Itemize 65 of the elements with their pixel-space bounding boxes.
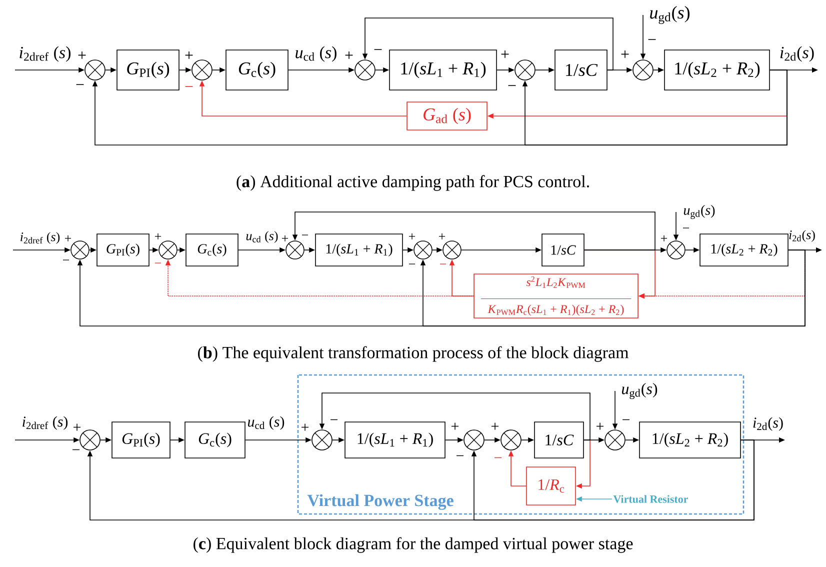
block-box: 1/(sL$_{2}$ + R$_{2}$) bbox=[664, 50, 770, 90]
sign-label: + bbox=[282, 235, 288, 242]
sign-label: − bbox=[374, 49, 382, 50]
block-box: 1/sC bbox=[534, 422, 584, 458]
block-box: 1/sC bbox=[554, 50, 608, 90]
edge-label: i$_{2d}$(s) bbox=[753, 417, 783, 431]
sign-label: + bbox=[64, 235, 72, 242]
sign-label: + bbox=[302, 424, 308, 431]
edge-label: i$_{2dref}$ (s) bbox=[20, 232, 60, 244]
edge-label: i$_{2dref}$ (s) bbox=[22, 416, 68, 430]
block-box: G$_{PI}$(s) bbox=[96, 234, 150, 266]
sign-label: − bbox=[494, 457, 502, 458]
sign-label: + bbox=[78, 51, 86, 59]
sign-label: − bbox=[76, 84, 84, 85]
block-box: 1/sC bbox=[542, 234, 584, 266]
sign-label: + bbox=[621, 50, 629, 58]
transfer-function-box: s$^{2}$L$_{1}$L$_{2}$K$_{PWM}$ K$_{PWM}$R$_{c}$(sL$_{1}$ + R$_{1}$)(sL$_{2}$ + R$_{2}$) bbox=[474, 274, 638, 318]
sign-label: − bbox=[302, 234, 308, 236]
block-box: G$_{c}$(s) bbox=[186, 234, 238, 266]
arrow bbox=[522, 70, 788, 146]
sign-label: + bbox=[596, 422, 604, 430]
arrow bbox=[471, 440, 754, 520]
block-box: 1/(sL$_{2}$ + R$_{2}$) bbox=[700, 234, 788, 266]
sign-label: − bbox=[154, 262, 162, 264]
edge-label: i$_{2d}$(s) bbox=[789, 230, 815, 242]
block-box: G$_{PI}$(s) bbox=[116, 50, 180, 90]
block-box: G$_{PI}$(s) bbox=[112, 422, 170, 458]
block-box: 1/(sL$_{1}$ + R$_{1}$) bbox=[344, 422, 446, 458]
sign-label: − bbox=[330, 419, 338, 420]
sign-label: + bbox=[345, 51, 353, 59]
sign-label: + bbox=[185, 51, 193, 59]
signal-label: u$_{gd}$(s) bbox=[650, 6, 690, 24]
sign-label: + bbox=[438, 233, 446, 240]
edge-label: u$_{cd}$ (s) bbox=[296, 46, 336, 62]
caption: (a) Additional active damping path for PCS control. bbox=[236, 175, 589, 191]
sign-label: − bbox=[508, 85, 516, 86]
annotation-text: Virtual Resistor bbox=[613, 495, 688, 503]
block-box: 1/R$_{c}$ bbox=[526, 466, 576, 506]
sign-label: − bbox=[185, 86, 193, 87]
sign-label: − bbox=[648, 39, 656, 40]
block-box: 1/(sL$_{1}$ + R$_{1}$) bbox=[389, 50, 497, 90]
edge-label: i$_{2dref}$ (s) bbox=[20, 46, 70, 62]
block-box: G$_{c}$(s) bbox=[226, 50, 288, 90]
block-box: 1/(sL$_{1}$ + R$_{1}$) bbox=[315, 234, 403, 266]
sign-label: + bbox=[661, 235, 668, 242]
block-box: 1/(sL$_{2}$ + R$_{2}$) bbox=[639, 422, 741, 458]
edge-label: i$_{2d}$(s) bbox=[780, 46, 814, 62]
signal-label: u$_{gd}$(s) bbox=[622, 382, 658, 400]
edge-label: u$_{cd}$ (s) bbox=[246, 231, 278, 243]
sign-label: − bbox=[72, 449, 80, 450]
sign-label: + bbox=[501, 50, 509, 58]
sign-label: − bbox=[456, 455, 464, 456]
caption: (b) The equivalent transformation process of the block diagram bbox=[198, 346, 629, 362]
signal-label: u$_{gd}$(s) bbox=[684, 205, 715, 219]
sign-label: − bbox=[622, 419, 630, 420]
sign-label: + bbox=[408, 233, 416, 240]
edge-label: u$_{cd}$ (s) bbox=[248, 416, 284, 430]
sign-label: + bbox=[74, 424, 80, 431]
sign-label: + bbox=[452, 422, 458, 430]
arrow bbox=[420, 250, 806, 326]
sign-label: + bbox=[154, 233, 162, 240]
caption: (c) Equivalent block diagram for the damped virtual power stage bbox=[194, 537, 633, 553]
block-box: G$_{c}$(s) bbox=[184, 422, 246, 458]
block-box: G$_{ad}$ (s) bbox=[406, 102, 488, 130]
sign-label: + bbox=[492, 422, 498, 430]
